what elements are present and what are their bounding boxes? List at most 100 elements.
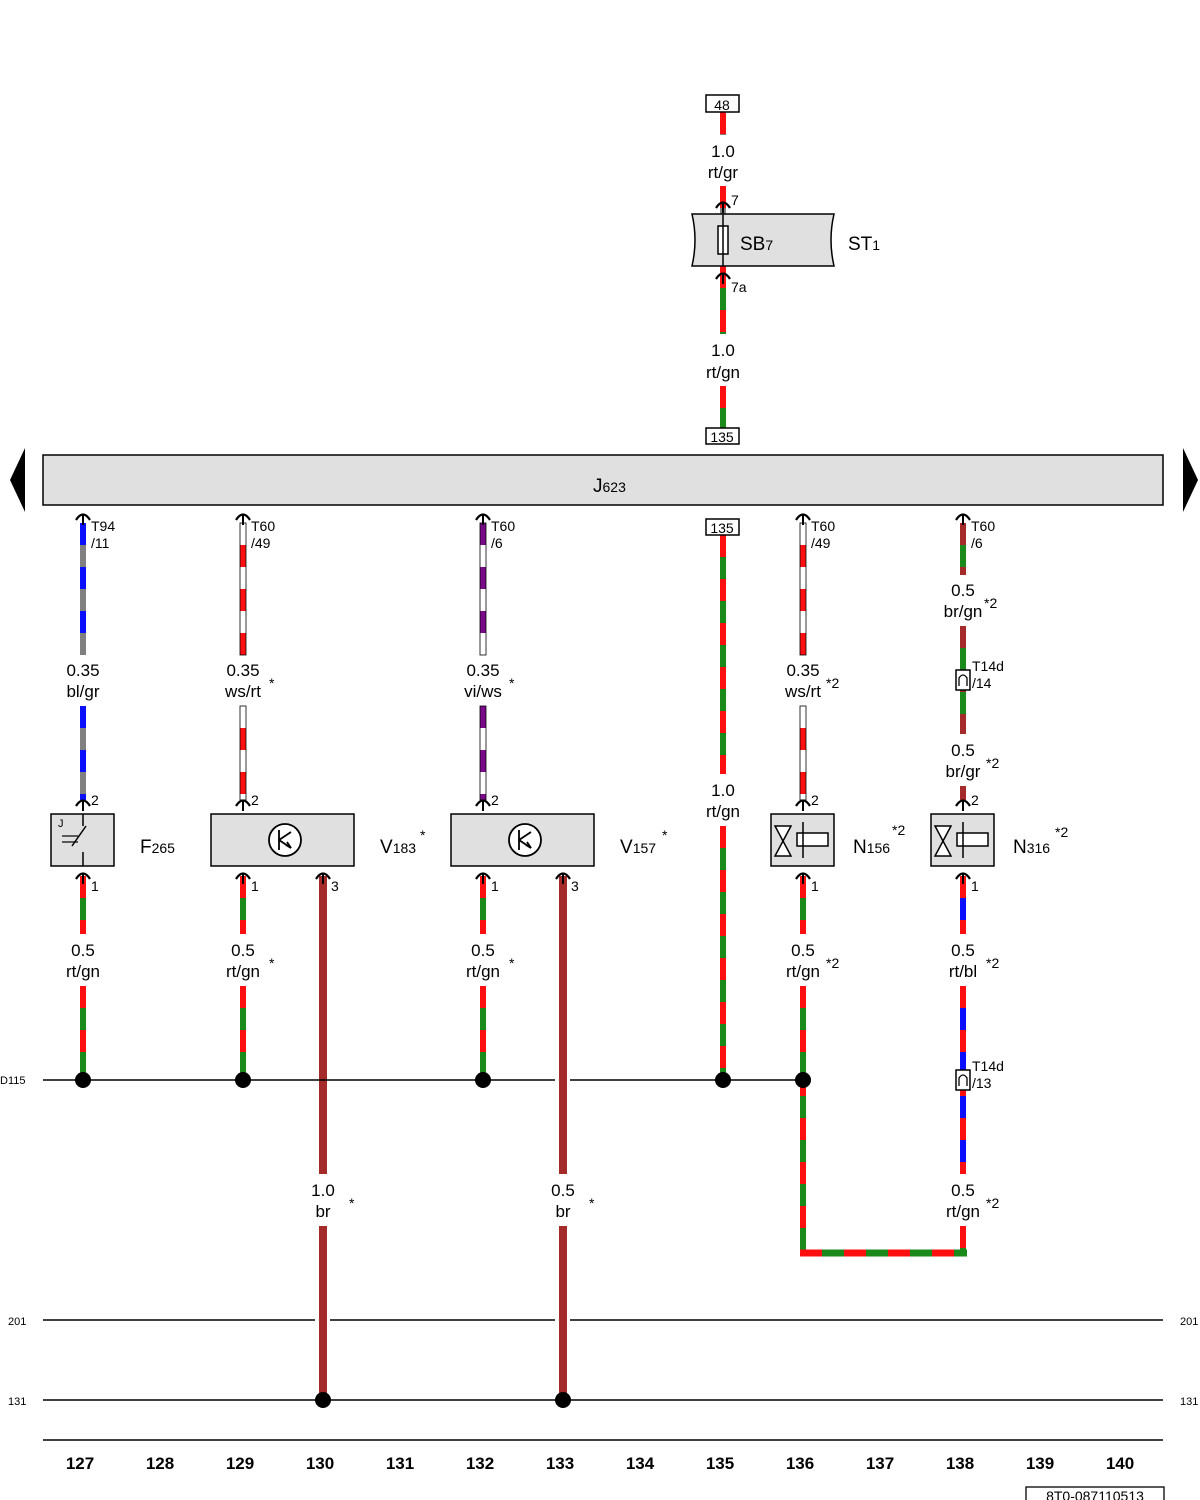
- wire-segment: [240, 633, 246, 655]
- v157-note: *: [662, 827, 668, 843]
- scroll-left-arrow[interactable]: [10, 448, 25, 512]
- f265-mark: J: [58, 818, 64, 830]
- column-number: 134: [626, 1454, 655, 1473]
- wire-segment: [319, 1380, 327, 1400]
- wire-segment: [240, 1008, 246, 1030]
- v183-pin-extra: 3: [331, 878, 339, 894]
- wire-segment: [80, 611, 86, 633]
- terminal-48-box: [705, 94, 740, 113]
- wire-132-upper-color: vi/ws: [464, 682, 502, 701]
- wire-segment: [80, 706, 86, 728]
- v183-pin-bottom: 1: [251, 878, 259, 894]
- wire-130-ground-note: *: [349, 1195, 355, 1211]
- wire-129-upper-size: 0.35: [226, 661, 259, 680]
- wire-segment: [319, 1096, 327, 1118]
- wire-segment: [720, 980, 726, 1002]
- wire-segment: [319, 1140, 327, 1162]
- column-number: 128: [146, 1454, 174, 1473]
- wire-129-lower-note: *: [269, 955, 275, 971]
- t14d-13-arrow-icon: [958, 1074, 968, 1086]
- wire-segment: [240, 1052, 246, 1074]
- wire-segment: [720, 112, 726, 134]
- n316-valve-icon: [933, 825, 953, 857]
- f265-pin-top: 2: [91, 792, 99, 808]
- component-v183: V183 * 2 1 3: [210, 792, 426, 894]
- column-number: 139: [1026, 1454, 1054, 1473]
- n316-pin-top: 2: [971, 792, 979, 808]
- wire-segment: [800, 750, 806, 772]
- wire-138-bottom-note: *2: [986, 1195, 999, 1211]
- v157-sensor-icon: [508, 823, 542, 857]
- wire-segment: [800, 794, 806, 800]
- wire-segment: [80, 633, 86, 655]
- wire-segment: [800, 1008, 806, 1030]
- wire-segment: [822, 1249, 844, 1257]
- top-wire-size: 1.0: [711, 142, 735, 161]
- wire-segment: [720, 870, 726, 892]
- wire-129-lower-size: 0.5: [231, 941, 255, 960]
- wire-segment: [720, 332, 726, 334]
- column-number: 130: [306, 1454, 334, 1473]
- wire-segment: [80, 1008, 86, 1030]
- wire-segment: [559, 1358, 567, 1380]
- wire-segment: [240, 1030, 246, 1052]
- wire-segment: [960, 545, 966, 567]
- wire-segment: [720, 826, 726, 848]
- v183-note: *: [420, 827, 426, 843]
- junction-dot: [235, 1072, 251, 1088]
- wire-129-upper-note: *: [269, 675, 275, 691]
- fuse-pin-in: 7: [731, 192, 739, 208]
- wire-segment: [720, 134, 726, 135]
- wire-segment: [960, 1030, 966, 1052]
- wire-127-upper-size: 0.35: [66, 661, 99, 680]
- ecu-j623-box: [42, 454, 1164, 506]
- junction-dot: [315, 1392, 331, 1408]
- wire-segment: [319, 1074, 327, 1096]
- fuse-name: SB7: [740, 234, 773, 255]
- wire-segment: [319, 920, 327, 942]
- wire-segment: [800, 589, 806, 611]
- wire-segment: [240, 567, 246, 589]
- wire-segment: [480, 1008, 486, 1030]
- wire-segment: [80, 986, 86, 1008]
- wire-segment: [240, 898, 246, 920]
- wire-segment: [720, 310, 726, 332]
- wire-segment: [559, 986, 567, 1008]
- n156-pin-bottom: 1: [811, 878, 819, 894]
- doc-number: 8T0-087110513: [1046, 1488, 1144, 1500]
- wire-segment: [80, 567, 86, 589]
- wire-segment: [720, 288, 726, 310]
- wire-segment: [80, 1052, 86, 1074]
- wire-segment: [559, 1226, 567, 1248]
- wire-segment: [800, 706, 806, 728]
- wire-133-ground-color: br: [555, 1202, 570, 1221]
- wire-segment: [800, 633, 806, 655]
- wire-segment: [240, 728, 246, 750]
- bus-label-131-left: 131: [8, 1396, 26, 1408]
- wire-127-lower-color: rt/gn: [66, 962, 100, 981]
- wire-132-upper-size: 0.35: [466, 661, 499, 680]
- wire-segment: [319, 1248, 327, 1270]
- wire-segment: [480, 794, 486, 800]
- wire-136-upper-color: ws/rt: [784, 682, 821, 701]
- lower-wire-labels: 0.5 rt/gn 0.5 rt/gn * 0.5 rt/gn * 0.5 rt…: [66, 941, 999, 1221]
- n156-valve-icon: [773, 825, 793, 857]
- wire-segment: [319, 942, 327, 964]
- wire-segment: [559, 1162, 567, 1174]
- wire-segment: [559, 1140, 567, 1162]
- scroll-right-arrow[interactable]: [1183, 448, 1198, 512]
- wire-segment: [319, 1358, 327, 1380]
- wire-segment: [480, 750, 486, 772]
- wire-segment: [80, 728, 86, 750]
- wire-segment: [960, 1096, 966, 1118]
- f265-label: F265: [140, 837, 175, 858]
- n316-pin-bottom: 1: [971, 878, 979, 894]
- wire-136-lower-note: *2: [826, 955, 839, 971]
- junction-dots: [75, 1072, 811, 1408]
- wire-segment: [720, 689, 726, 711]
- wire-segment: [960, 523, 966, 545]
- n156-coil-icon: [796, 832, 829, 847]
- wire-138-upper-color: br/gn: [944, 602, 983, 621]
- wire-segment: [932, 1249, 954, 1257]
- junction-dot: [715, 1072, 731, 1088]
